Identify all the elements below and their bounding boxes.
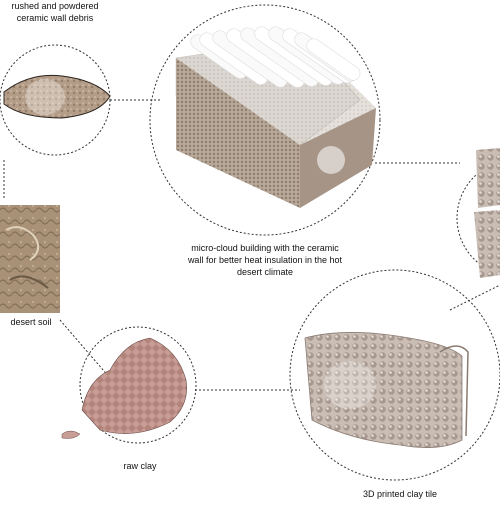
- clay-circle: [79, 326, 197, 444]
- micro-cloud-building: [175, 26, 376, 208]
- soil-label: desert soil: [10, 317, 52, 327]
- desert-soil-image: [0, 205, 60, 313]
- clay-tile-3d: [304, 332, 469, 448]
- debris-label-line1: rushed and powdered: [11, 1, 99, 11]
- connector-tile-right: [449, 284, 500, 311]
- tile-circle: [289, 269, 500, 481]
- debris-circle: [0, 44, 111, 156]
- building-label: micro-cloud building with the ceramic wa…: [187, 243, 343, 277]
- connector-soil-clay: [59, 319, 111, 379]
- clay-label: raw clay: [123, 461, 157, 471]
- building-circle: [149, 4, 381, 236]
- right-product-circle: [456, 161, 500, 275]
- tile-label: 3D printed clay tile: [362, 489, 438, 499]
- debris-label-line2: ceramic wall debris: [16, 13, 94, 23]
- ceramic-debris-pile: [3, 74, 111, 119]
- ceramic-product-right: [474, 148, 500, 278]
- raw-clay-chunk: [61, 337, 187, 439]
